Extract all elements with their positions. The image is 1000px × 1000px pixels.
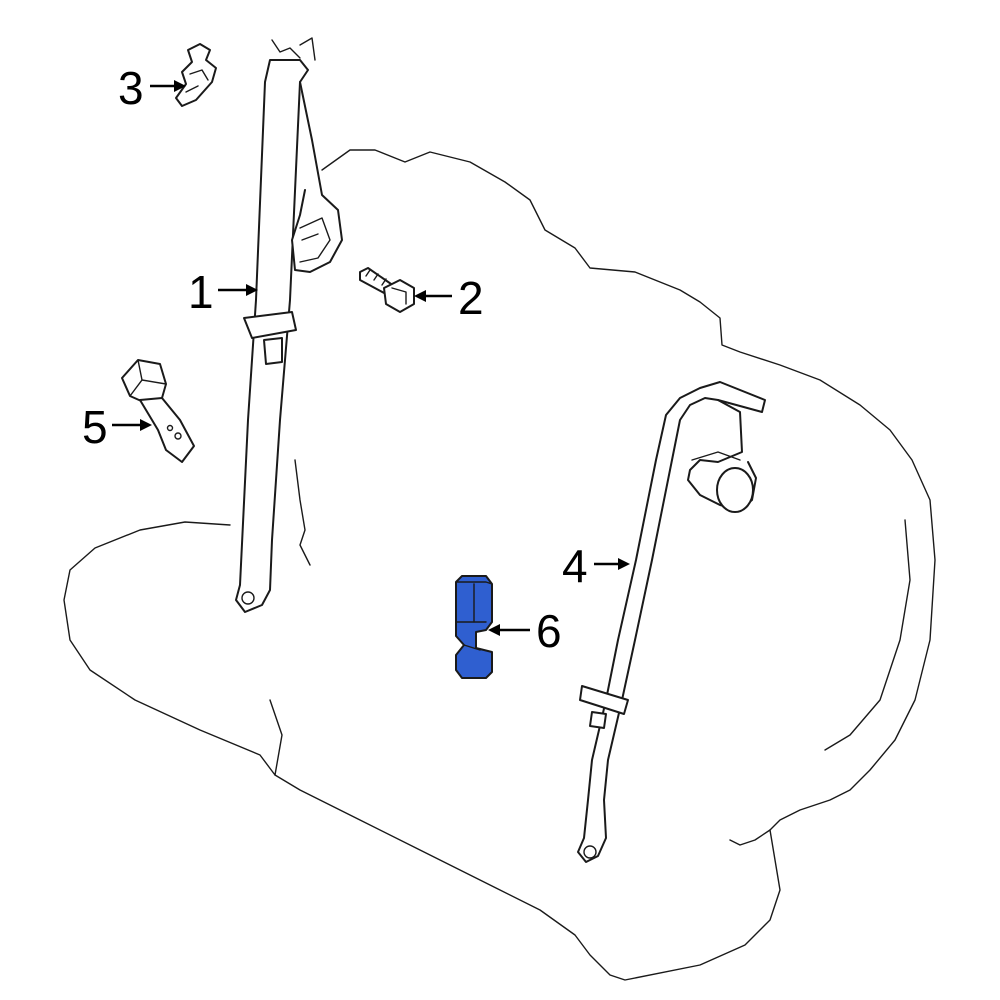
part-3-anchor-cover bbox=[175, 43, 217, 107]
seat-back-crease bbox=[294, 459, 311, 566]
part-6-highlighted-cover bbox=[455, 575, 493, 679]
part-1-seat-belt bbox=[235, 37, 343, 613]
seat-cushion-inner-seam bbox=[269, 699, 283, 776]
callout-arrow-5 bbox=[112, 419, 152, 431]
callout-label-2: 2 bbox=[458, 272, 484, 324]
callout-label-1: 1 bbox=[188, 266, 214, 318]
seat-back-outline bbox=[321, 149, 936, 846]
callout-arrow-1 bbox=[218, 284, 258, 296]
callout-arrow-2 bbox=[414, 290, 452, 302]
callout-label-5: 5 bbox=[82, 401, 108, 453]
part-5-buckle bbox=[121, 359, 195, 463]
seat-cushion-outline bbox=[63, 521, 781, 981]
callout-label-3: 3 bbox=[118, 62, 144, 114]
callout-label-4: 4 bbox=[562, 540, 588, 592]
callout-arrow-4 bbox=[594, 558, 630, 570]
callout-label-6: 6 bbox=[536, 605, 562, 657]
seat-back-inner-edge bbox=[824, 519, 911, 751]
part-2-bolt bbox=[359, 267, 415, 313]
part-4-seat-belt bbox=[577, 381, 766, 863]
callout-arrow-6 bbox=[488, 624, 530, 636]
callout-arrow-3 bbox=[150, 80, 186, 92]
